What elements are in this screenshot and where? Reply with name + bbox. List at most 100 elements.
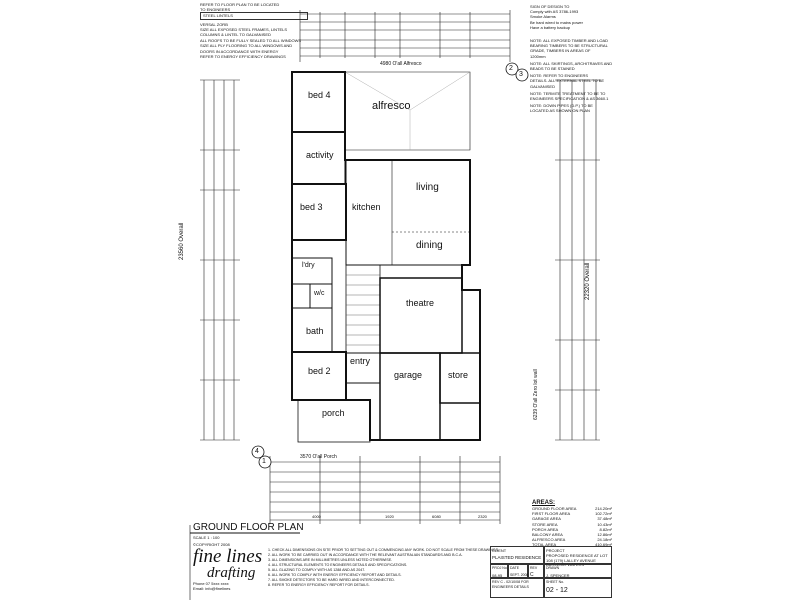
note-line: 1200mm: [530, 53, 546, 59]
room-label-bed3: bed 3: [300, 202, 323, 212]
room-label-living: living: [416, 182, 439, 193]
footer-note: 1. CHECK ALL DIMENSIONS ON SITE PRIOR TO…: [268, 548, 499, 552]
note-line: Have a battery backup: [530, 24, 571, 30]
note-line: Be hard wired to mains power: [530, 19, 583, 25]
room-label-activity: activity: [306, 150, 334, 160]
note-line: ALL ROOFS TO BE FULLY SEALED TO ALL WIND…: [200, 38, 302, 44]
note-line: GALVANISED: [530, 83, 555, 89]
tb-sheet-cell: SHEET No. 02 - 12: [544, 578, 612, 598]
logo-address-1: Phone 07 5xxx xxxx: [193, 581, 229, 586]
note-line: TO ENGINEERS: [200, 7, 231, 13]
room-label-dining: dining: [416, 240, 443, 251]
tb-date: SEPT. 2008: [510, 573, 529, 577]
company-logo: fine lines drafting Phone 07 5xxx xxxx E…: [193, 546, 263, 591]
marker-2: 2: [509, 65, 513, 72]
area-label: PORCH AREA: [532, 526, 559, 532]
area-label: ALFRESCO AREA: [532, 537, 566, 543]
area-value: 8.82m²: [599, 526, 612, 532]
note-line: NOTE: REFER TO ENGINEERS: [530, 73, 589, 79]
area-value: 214.20m²: [595, 506, 612, 511]
logo-address-2: Email: info@finelines: [193, 586, 231, 591]
footer-note: 8. REFER TO ENERGY EFFICIENCY REPORT FOR…: [268, 583, 370, 587]
area-label: GROUND FLOOR AREA: [532, 506, 577, 511]
title-block: CLIENT PLAISTED RESIDENCE PROJECT PROPOS…: [490, 546, 612, 598]
footer-note: 4. ALL STRUCTURAL ELEMENTS TO ENGINEERS …: [268, 563, 408, 567]
footer-note: 6. ALL WORK TO COMPLY WITH ENERGY EFFICI…: [268, 573, 402, 577]
tb-client-cell: CLIENT PLAISTED RESIDENCE: [490, 546, 544, 564]
plan-copyright: ©COPYRIGHT 2008: [193, 542, 230, 547]
tb-date-label: DATE: [510, 566, 520, 570]
note-line: NOTE: ALL SKIRTINGS, ARCHITRAVES AND: [530, 60, 613, 66]
note-line: SIZE ALL EXPOSED STEEL FRAMES, LINTELS: [200, 26, 288, 32]
note-line: NOTE: ALL EXPOSED TIMBER AND LOAD: [530, 38, 609, 43]
top-left-notes: REFER TO FLOOR PLAN TO BE LOCATED TO ENG…: [200, 2, 308, 62]
note-line: Smoke Alarms: [530, 14, 556, 20]
tb-rev-text: REV C - 02/10/08 FOR ENGINEERS DETAILS: [492, 580, 529, 589]
tb-projno: 08-95: [492, 573, 503, 578]
footer-note: 2. ALL WORK TO BE CARRIED OUT IN ACCORDA…: [268, 553, 463, 557]
dim-bottom-1: 4000: [312, 514, 321, 519]
dim-overall-left: 23560 Overall: [179, 222, 185, 260]
note-line: REFER TO FLOOR PLAN TO BE LOCATED: [200, 2, 280, 7]
area-label: FIRST FLOOR AREA: [532, 511, 571, 517]
areas-row: GROUND FLOOR AREA 214.20m²: [532, 506, 612, 511]
logo-line-1: fine lines: [193, 546, 263, 567]
room-label-bed4: bed 4: [308, 90, 331, 100]
areas-row: GARAGE AREA 37.48m²: [532, 516, 612, 521]
marker-1: 1: [262, 458, 266, 465]
tb-drawn: J. SPENCER: [546, 573, 570, 578]
room-label-bed2: bed 2: [308, 366, 331, 376]
note-line: ENGINEERS SPECIFICATION & AS 3660.1: [530, 96, 609, 102]
tb-revtext-cell: REV C - 02/10/08 FOR ENGINEERS DETAILS: [490, 578, 544, 598]
logo-line-2: drafting: [207, 565, 256, 581]
plan-scale: SCALE 1 : 100: [193, 535, 220, 540]
dim-porch-overall: 3570 O'all Porch: [300, 454, 337, 460]
note-line: VERSAL ZORB: [200, 21, 228, 27]
dim-overall-right: 22320 Overall: [585, 262, 591, 300]
top-right-notes: SIGN OF DESIGN TO Comply with AS 3786-19…: [530, 4, 600, 34]
marker-3: 3: [519, 71, 523, 78]
area-value: 24.18m²: [597, 537, 612, 543]
area-value: 10.43m²: [597, 521, 612, 527]
note-line: DETAILS. ALL EXTERNAL STEEL TO BE: [530, 78, 605, 84]
marker-4: 4: [255, 448, 259, 455]
room-label-store: store: [448, 370, 469, 380]
dim-bottom-4: 2320: [478, 514, 487, 519]
note-line: NOTE: TERMITE TREATMENT TO BE TO: [530, 90, 606, 96]
tb-client: PLAISTED RESIDENCE: [492, 555, 542, 560]
tb-sheet-label: SHEET No.: [546, 580, 565, 584]
tb-project-cell: PROJECT PROPOSED RESIDENCE AT LOT 108 (1…: [544, 546, 612, 567]
area-label: STORE AREA: [532, 521, 558, 527]
room-label-porch: porch: [322, 408, 345, 418]
footer-note: 5. ALL GLAZING TO COMPLY WITH AS 1288 AN…: [268, 568, 366, 572]
tb-rev: C: [530, 572, 534, 578]
tb-client-label: CLIENT: [492, 548, 507, 553]
area-value: 37.48m²: [597, 516, 612, 522]
room-label-theatre: theatre: [406, 298, 435, 308]
note-line: SIGN OF DESIGN TO: [530, 4, 570, 9]
area-value: 12.86m²: [597, 532, 612, 538]
dim-bottom-3: 6080: [432, 514, 441, 519]
note-line: COLUMNS & LINTEL TO GALVANISED: [200, 32, 271, 38]
tb-drawn-cell: DRAWN J. SPENCER: [544, 564, 612, 578]
tb-sheet: 02 - 12: [546, 587, 568, 594]
footer-note: 3. ALL DIMENSIONS ARE IN MILLIMETRES UNL…: [268, 558, 393, 562]
tb-project-label: PROJECT: [546, 548, 565, 553]
tb-rev-label: REV: [530, 566, 538, 570]
dim-overall-top: 4980 O'all Alfresco: [380, 61, 422, 67]
areas-table: AREAS: GROUND FLOOR AREA 214.20m² FIRST F…: [532, 500, 612, 548]
plan-title: GROUND FLOOR PLAN: [193, 522, 304, 533]
areas-title: AREAS:: [532, 500, 556, 506]
tb-date-cell: DATE SEPT. 2008: [508, 564, 528, 578]
room-label-bath: bath: [306, 326, 324, 336]
area-label: GARAGE AREA: [532, 516, 561, 522]
footer-notes: 1. CHECK ALL DIMENSIONS ON SITE PRIOR TO…: [268, 548, 499, 588]
dim-right-garage: 6239 O'all Zero lot wall: [533, 369, 539, 420]
note-line: STEEL LINTELS: [200, 12, 308, 20]
areas-row: PORCH AREA 8.82m²: [532, 527, 612, 532]
